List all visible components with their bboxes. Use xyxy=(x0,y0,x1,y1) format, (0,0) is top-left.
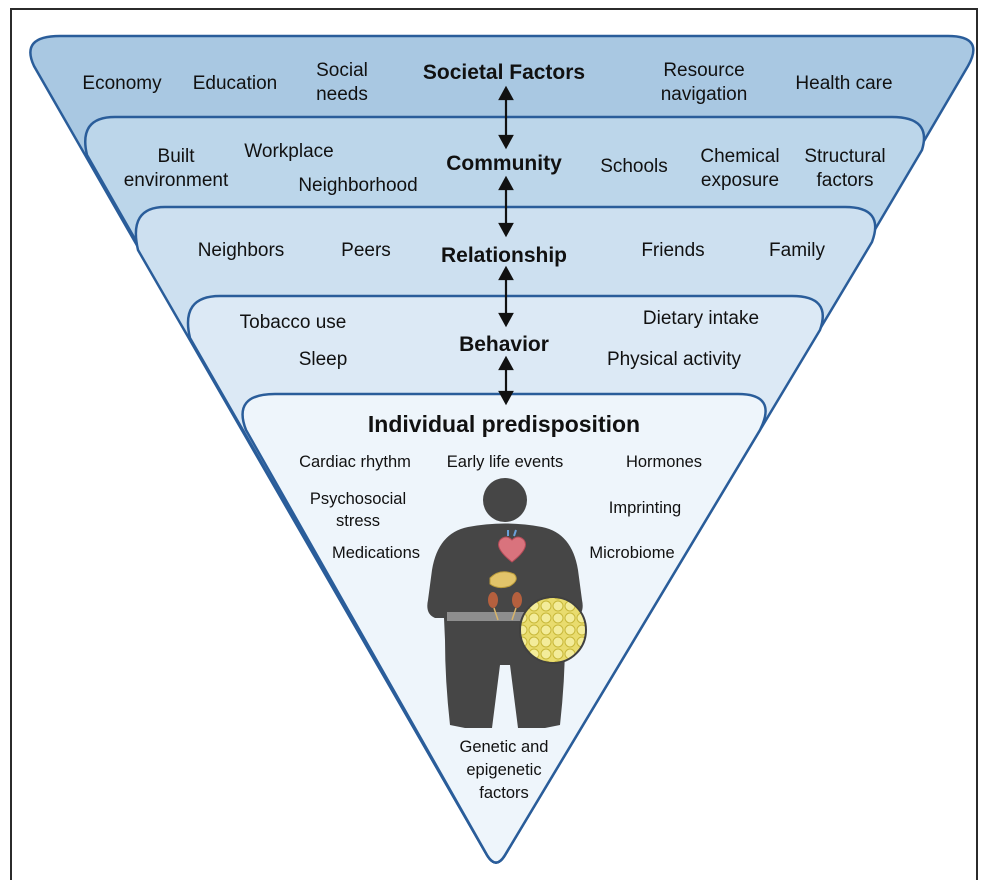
layer-title-community: Community xyxy=(446,152,562,175)
label-sleep: Sleep xyxy=(299,349,348,370)
label-genetic-factors-2: epigenetic xyxy=(466,761,541,779)
label-workplace: Workplace xyxy=(244,141,333,162)
label-chemical-exposure-1: Chemical xyxy=(700,146,779,167)
label-health-care: Health care xyxy=(795,73,892,94)
pancreas-icon xyxy=(489,571,517,589)
label-psychosocial-stress-2: stress xyxy=(336,512,380,530)
label-built-environment-1: Built xyxy=(158,146,196,167)
label-hormones: Hormones xyxy=(626,453,702,471)
human-silhouette-icon xyxy=(427,478,583,728)
label-schools: Schools xyxy=(600,156,668,177)
adipose-tissue-icon xyxy=(519,596,587,664)
label-microbiome: Microbiome xyxy=(589,544,674,562)
label-neighborhood: Neighborhood xyxy=(298,175,417,196)
layer-title-behavior: Behavior xyxy=(459,333,549,356)
label-peers: Peers xyxy=(341,240,391,261)
label-genetic-factors-3: factors xyxy=(479,784,529,802)
label-tobacco-use: Tobacco use xyxy=(240,312,347,333)
label-built-environment-2: environment xyxy=(124,170,229,191)
label-early-life-events: Early life events xyxy=(447,453,563,471)
kidneys-icon xyxy=(488,592,522,621)
label-psychosocial-stress-1: Psychosocial xyxy=(310,490,406,508)
double-arrow-icon xyxy=(498,85,514,150)
double-arrow-icon xyxy=(498,355,514,406)
double-arrow-icon xyxy=(498,265,514,328)
label-neighbors: Neighbors xyxy=(198,240,285,261)
label-education: Education xyxy=(193,73,278,94)
label-physical-activity: Physical activity xyxy=(607,349,742,370)
label-family: Family xyxy=(769,240,825,261)
label-social-needs-2: needs xyxy=(316,84,368,105)
layer-title-individual: Individual predisposition xyxy=(368,411,640,437)
label-resource-navigation-2: navigation xyxy=(661,84,748,105)
label-friends: Friends xyxy=(641,240,704,261)
label-medications: Medications xyxy=(332,544,420,562)
label-chemical-exposure-2: exposure xyxy=(701,170,779,191)
layer-title-relationship: Relationship xyxy=(441,244,567,267)
label-structural-factors-2: factors xyxy=(816,170,873,191)
label-genetic-factors-1: Genetic and xyxy=(460,738,549,756)
double-arrow-icon xyxy=(498,175,514,238)
label-dietary-intake: Dietary intake xyxy=(643,308,759,329)
heart-icon xyxy=(498,529,526,563)
layer-title-societal: Societal Factors xyxy=(423,61,585,84)
label-imprinting: Imprinting xyxy=(609,499,681,517)
label-resource-navigation-1: Resource xyxy=(663,60,744,81)
label-structural-factors-1: Structural xyxy=(804,146,885,167)
figure-frame xyxy=(10,8,978,880)
label-social-needs-1: Social xyxy=(316,60,368,81)
label-economy: Economy xyxy=(82,73,162,94)
label-cardiac-rhythm: Cardiac rhythm xyxy=(299,453,411,471)
